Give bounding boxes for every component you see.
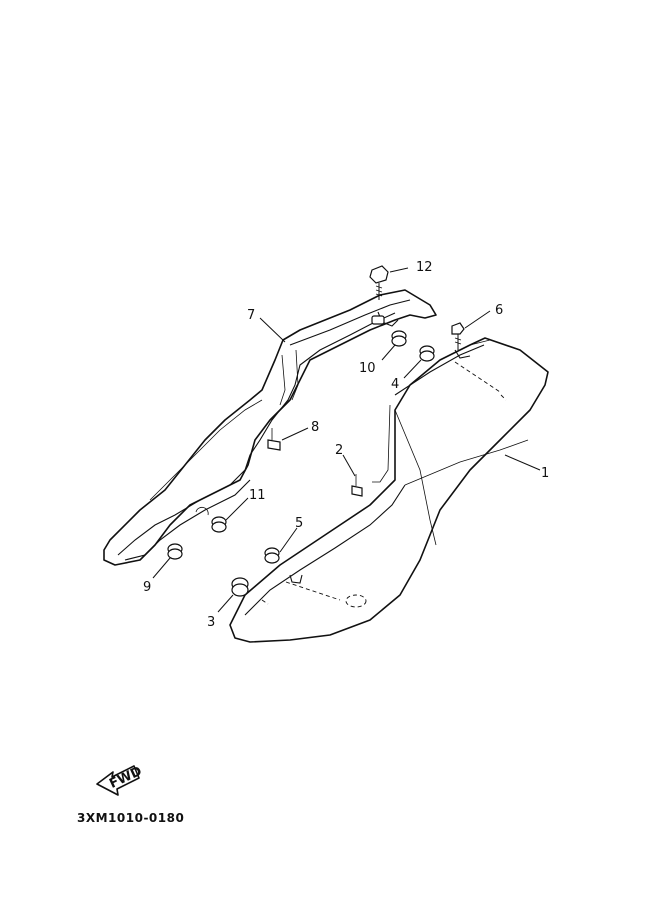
part-1-side-cover <box>229 337 549 643</box>
part-4-damper <box>419 345 435 362</box>
callout-5: 5 <box>295 516 303 531</box>
callout-10: 10 <box>359 361 376 376</box>
part-9-grommet <box>167 543 183 560</box>
callout-12: 12 <box>416 260 433 275</box>
part-8-clip <box>267 428 281 451</box>
callout-2: 2 <box>335 443 343 458</box>
callout-3: 3 <box>207 615 215 630</box>
part-5-grommet <box>264 547 280 564</box>
leader-lines <box>152 267 541 613</box>
part-6-screw <box>451 322 465 350</box>
callout-1: 1 <box>541 466 549 481</box>
callout-6: 6 <box>495 303 503 318</box>
diagram-code: 3XM1010-0180 <box>77 811 184 825</box>
callout-8: 8 <box>311 420 319 435</box>
part-7-side-frame <box>103 289 437 566</box>
callout-9: 9 <box>143 580 151 595</box>
fwd-label: FWD <box>107 764 144 792</box>
part-11-grommet <box>195 506 227 533</box>
part-10-grommet <box>391 330 407 347</box>
part-12-bolt <box>369 265 389 300</box>
callout-4: 4 <box>391 377 399 392</box>
callout-7: 7 <box>247 308 255 323</box>
callout-11: 11 <box>249 488 266 503</box>
callout-labels: 1 2 3 4 5 6 7 8 9 10 11 12 <box>143 260 549 630</box>
forward-arrow-icon: FWD <box>96 764 145 796</box>
part-3-grommet <box>231 577 249 597</box>
part-2-clip <box>351 474 363 497</box>
